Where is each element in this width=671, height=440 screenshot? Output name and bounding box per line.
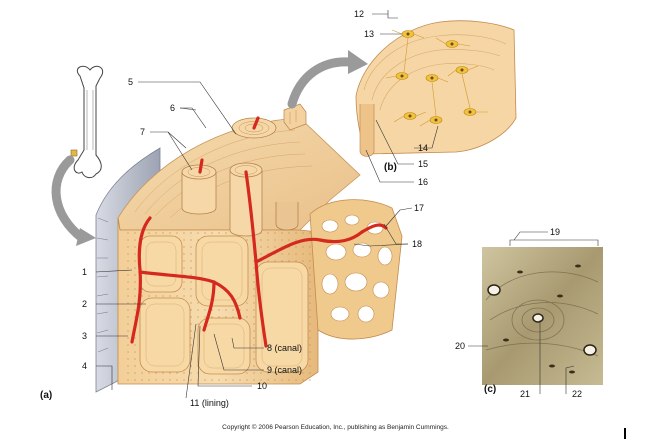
label-21: 21 xyxy=(520,389,530,399)
label-11: 11 (lining) xyxy=(190,398,229,408)
label-22: 22 xyxy=(572,389,582,399)
text-cursor xyxy=(624,428,626,439)
osteon-closeup xyxy=(355,20,517,157)
panel-label-a: (a) xyxy=(40,390,52,401)
zoom-arrow-a xyxy=(51,155,87,243)
panel-label-c: (c) xyxy=(484,384,496,395)
label-18: 18 xyxy=(412,239,422,249)
zoom-arrow-b xyxy=(287,57,355,109)
spongy-bone xyxy=(309,199,403,340)
micrograph xyxy=(482,247,603,385)
label-6: 6 xyxy=(170,103,175,113)
label-20: 20 xyxy=(455,341,465,351)
long-bone-icon xyxy=(70,65,104,179)
label-5: 5 xyxy=(128,77,133,87)
label-3: 3 xyxy=(82,331,87,341)
label-14: 14 xyxy=(418,143,428,153)
compact-bone-block xyxy=(95,103,403,393)
bone-section-marker xyxy=(70,149,78,157)
label-19: 19 xyxy=(550,227,560,237)
label-8: 8 (canal) xyxy=(267,343,302,353)
label-17: 17 xyxy=(414,203,424,213)
label-1: 1 xyxy=(82,267,87,277)
label-13: 13 xyxy=(364,29,374,39)
label-10: 10 xyxy=(257,381,267,391)
label-4: 4 xyxy=(82,361,87,371)
label-9: 9 (canal) xyxy=(267,365,302,375)
label-15: 15 xyxy=(418,159,428,169)
label-7: 7 xyxy=(140,127,145,137)
label-12: 12 xyxy=(354,9,364,19)
label-2: 2 xyxy=(82,299,87,309)
label-16: 16 xyxy=(418,177,428,187)
panel-label-b: (b) xyxy=(384,162,397,173)
copyright-notice: Copyright © 2006 Pearson Education, Inc.… xyxy=(222,424,449,431)
